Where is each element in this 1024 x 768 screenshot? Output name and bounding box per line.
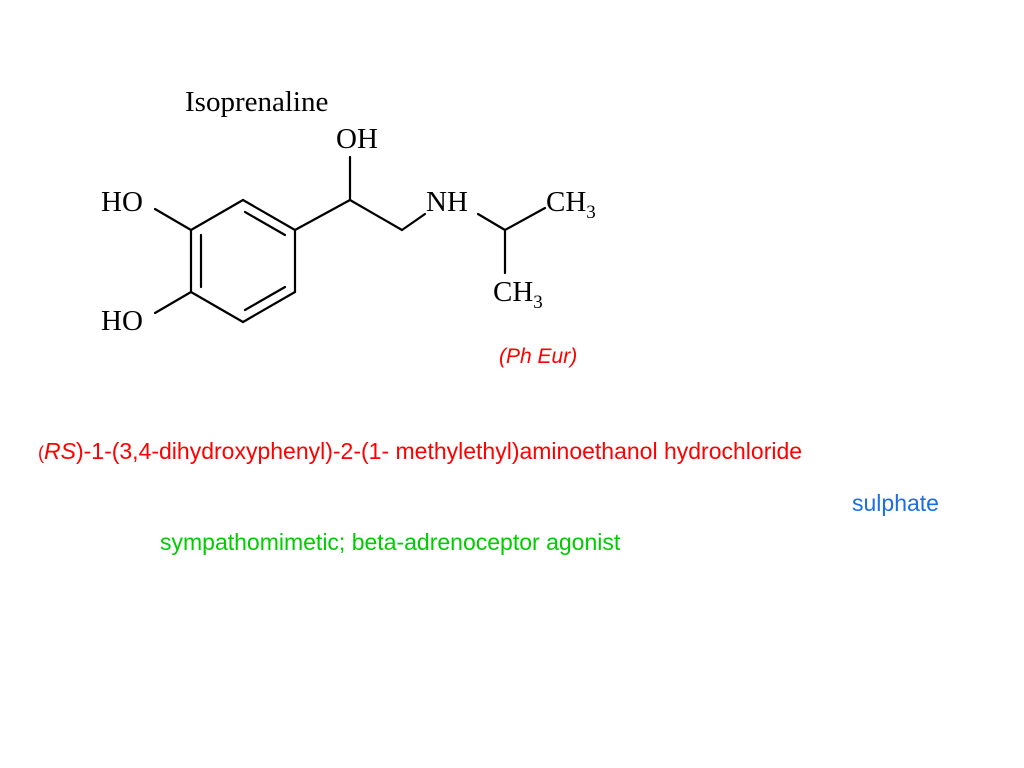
salt-form-label: sulphate [852, 490, 939, 516]
ring-double-bond [243, 210, 287, 237]
iupac-open-paren: ( [38, 443, 44, 463]
methyl-bond [503, 206, 547, 232]
chain-bond [348, 198, 404, 232]
ring-bond [241, 198, 297, 232]
ring-bond [241, 290, 297, 324]
iupac-name: (RS)-1-(3,4-dihydroxyphenyl)-2-(1- methy… [38, 438, 802, 465]
pharmacopoeia-label: (Ph Eur) [499, 345, 578, 368]
atom-nh: NH [426, 186, 468, 218]
atom-ho-lower: HO [101, 305, 143, 337]
atom-ho-upper: HO [101, 186, 143, 218]
compound-name: Isoprenaline [185, 86, 329, 118]
chain-bond [293, 198, 352, 232]
ho-upper-bond [153, 207, 193, 232]
ho-lower-bond [153, 290, 193, 315]
chain-bond [400, 212, 427, 232]
iupac-rest: )-1-(3,4-dihydroxyphenyl)-2-(1- methylet… [75, 438, 803, 464]
bonds [153, 155, 547, 324]
atom-ch3-upper: CH3 [546, 186, 596, 223]
ring-double-bond [243, 285, 287, 312]
drug-class-label: sympathomimetic; beta-adrenoceptor agoni… [160, 529, 621, 555]
ring-bond [189, 198, 245, 232]
ring-bond [189, 290, 245, 324]
chain-bond [476, 212, 507, 232]
atom-oh: OH [336, 123, 378, 155]
iupac-stereo: RS [44, 438, 76, 464]
atom-ch3-lower: CH3 [493, 276, 543, 313]
